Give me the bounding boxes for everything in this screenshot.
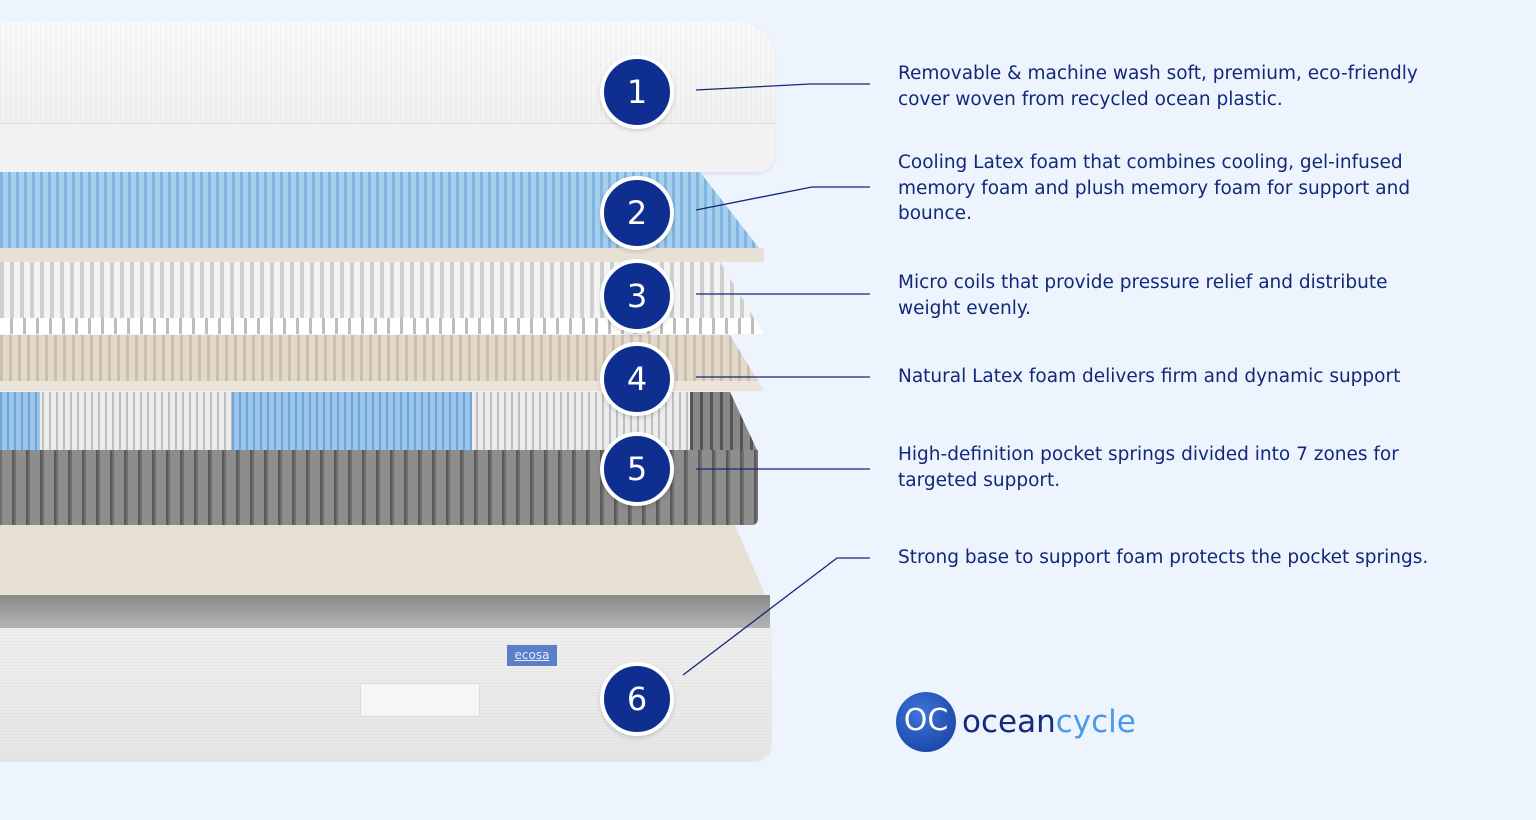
badge-6: 6 xyxy=(600,662,674,736)
description-3: Micro coils that provide pressure relief… xyxy=(898,272,1388,319)
badge-5: 5 xyxy=(600,432,674,506)
leader-line-6 xyxy=(682,557,870,676)
logo-word-dark: ocean xyxy=(962,704,1056,740)
leader-line-2 xyxy=(695,186,870,211)
carry-handle xyxy=(360,683,480,717)
spring-zone xyxy=(232,392,472,452)
badge-2: 2 xyxy=(600,176,674,250)
description-2: Cooling Latex foam that combines cooling… xyxy=(898,152,1411,224)
description-5: High-definition pocket springs divided i… xyxy=(898,444,1399,491)
badge-3: 3 xyxy=(600,259,674,333)
logo-word-light: cycle xyxy=(1055,704,1136,740)
badge-4: 4 xyxy=(600,342,674,416)
description-1: Removable & machine wash soft, premium, … xyxy=(898,63,1418,110)
badge-1: 1 xyxy=(600,55,674,129)
spring-zone xyxy=(0,392,40,452)
description-6: Strong base to support foam protects the… xyxy=(898,547,1429,568)
base-foam-layer xyxy=(0,525,766,597)
leader-line-1 xyxy=(695,83,870,91)
brand-tag: ecosa xyxy=(507,645,557,666)
oceancycle-logo-icon: OC xyxy=(896,692,956,752)
description-4: Natural Latex foam delivers firm and dyn… xyxy=(898,366,1401,387)
cooling-foam-base xyxy=(0,248,764,262)
